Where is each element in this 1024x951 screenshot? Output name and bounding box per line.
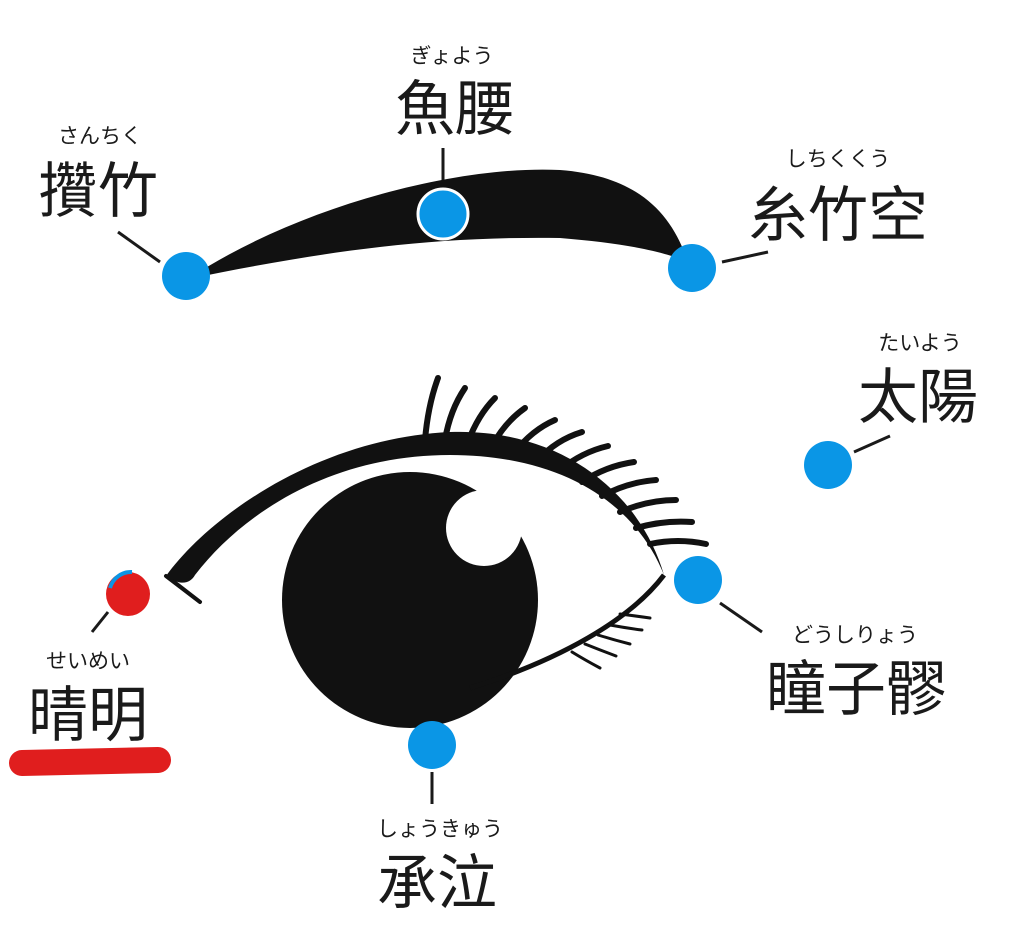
kanji-seimei: 晴明 (28, 681, 148, 751)
leader-lines (90, 148, 891, 804)
leader-shichikukuu (721, 250, 769, 264)
leader-seimei (90, 611, 110, 633)
point-seimei-blue-edge (108, 570, 133, 589)
reading-doushiryou: どうしりょう (792, 623, 918, 647)
lower-eyelid (469, 573, 666, 691)
acupoints (106, 187, 852, 769)
kanji-shoukyuu: 承泣 (377, 849, 497, 919)
reading-gyoyou: ぎょよう (411, 44, 494, 68)
label-taiyou: たいよう 太陽 (858, 331, 978, 433)
leader-taiyou (853, 434, 891, 454)
reading-shichikukuu: しちくくう (786, 147, 891, 171)
kanji-shichikukuu: 糸竹空 (748, 181, 928, 251)
kanji-gyoyou: 魚腰 (395, 75, 515, 145)
iris-highlight (446, 490, 522, 566)
point-shichikukuu[interactable] (668, 244, 716, 292)
label-sanchiku: さんちく 攢竹 (38, 124, 158, 227)
label-doushiryou: どうしりょう 瞳子髎 (766, 623, 946, 725)
inner-eye-corner (164, 574, 202, 604)
point-taiyou[interactable] (804, 441, 852, 489)
point-gyoyou[interactable] (416, 187, 470, 241)
reading-sanchiku: さんちく (58, 124, 142, 148)
lower-eyelashes (570, 612, 652, 670)
point-doushiryou[interactable] (674, 556, 722, 604)
reading-seimei: せいめい (46, 649, 130, 673)
label-seimei: せいめい 晴明 (28, 649, 148, 751)
leader-sanchiku (117, 230, 161, 264)
label-shoukyuu: しょうきゅう 承泣 (377, 817, 503, 919)
leader-doushiryou (719, 601, 763, 634)
upper-eyelid (166, 431, 664, 583)
label-shichikukuu: しちくくう 糸竹空 (748, 147, 928, 251)
point-seimei[interactable] (106, 572, 150, 616)
reading-shoukyuu: しょうきゅう (377, 817, 503, 841)
kanji-doushiryou: 瞳子髎 (766, 655, 946, 725)
point-sanchiku[interactable] (162, 252, 210, 300)
point-shoukyuu[interactable] (408, 721, 456, 769)
seimei-highlight-underline (9, 747, 171, 776)
reading-taiyou: たいよう (878, 331, 962, 355)
label-gyoyou: ぎょよう 魚腰 (395, 44, 515, 145)
kanji-sanchiku: 攢竹 (38, 157, 158, 227)
kanji-taiyou: 太陽 (858, 363, 978, 433)
